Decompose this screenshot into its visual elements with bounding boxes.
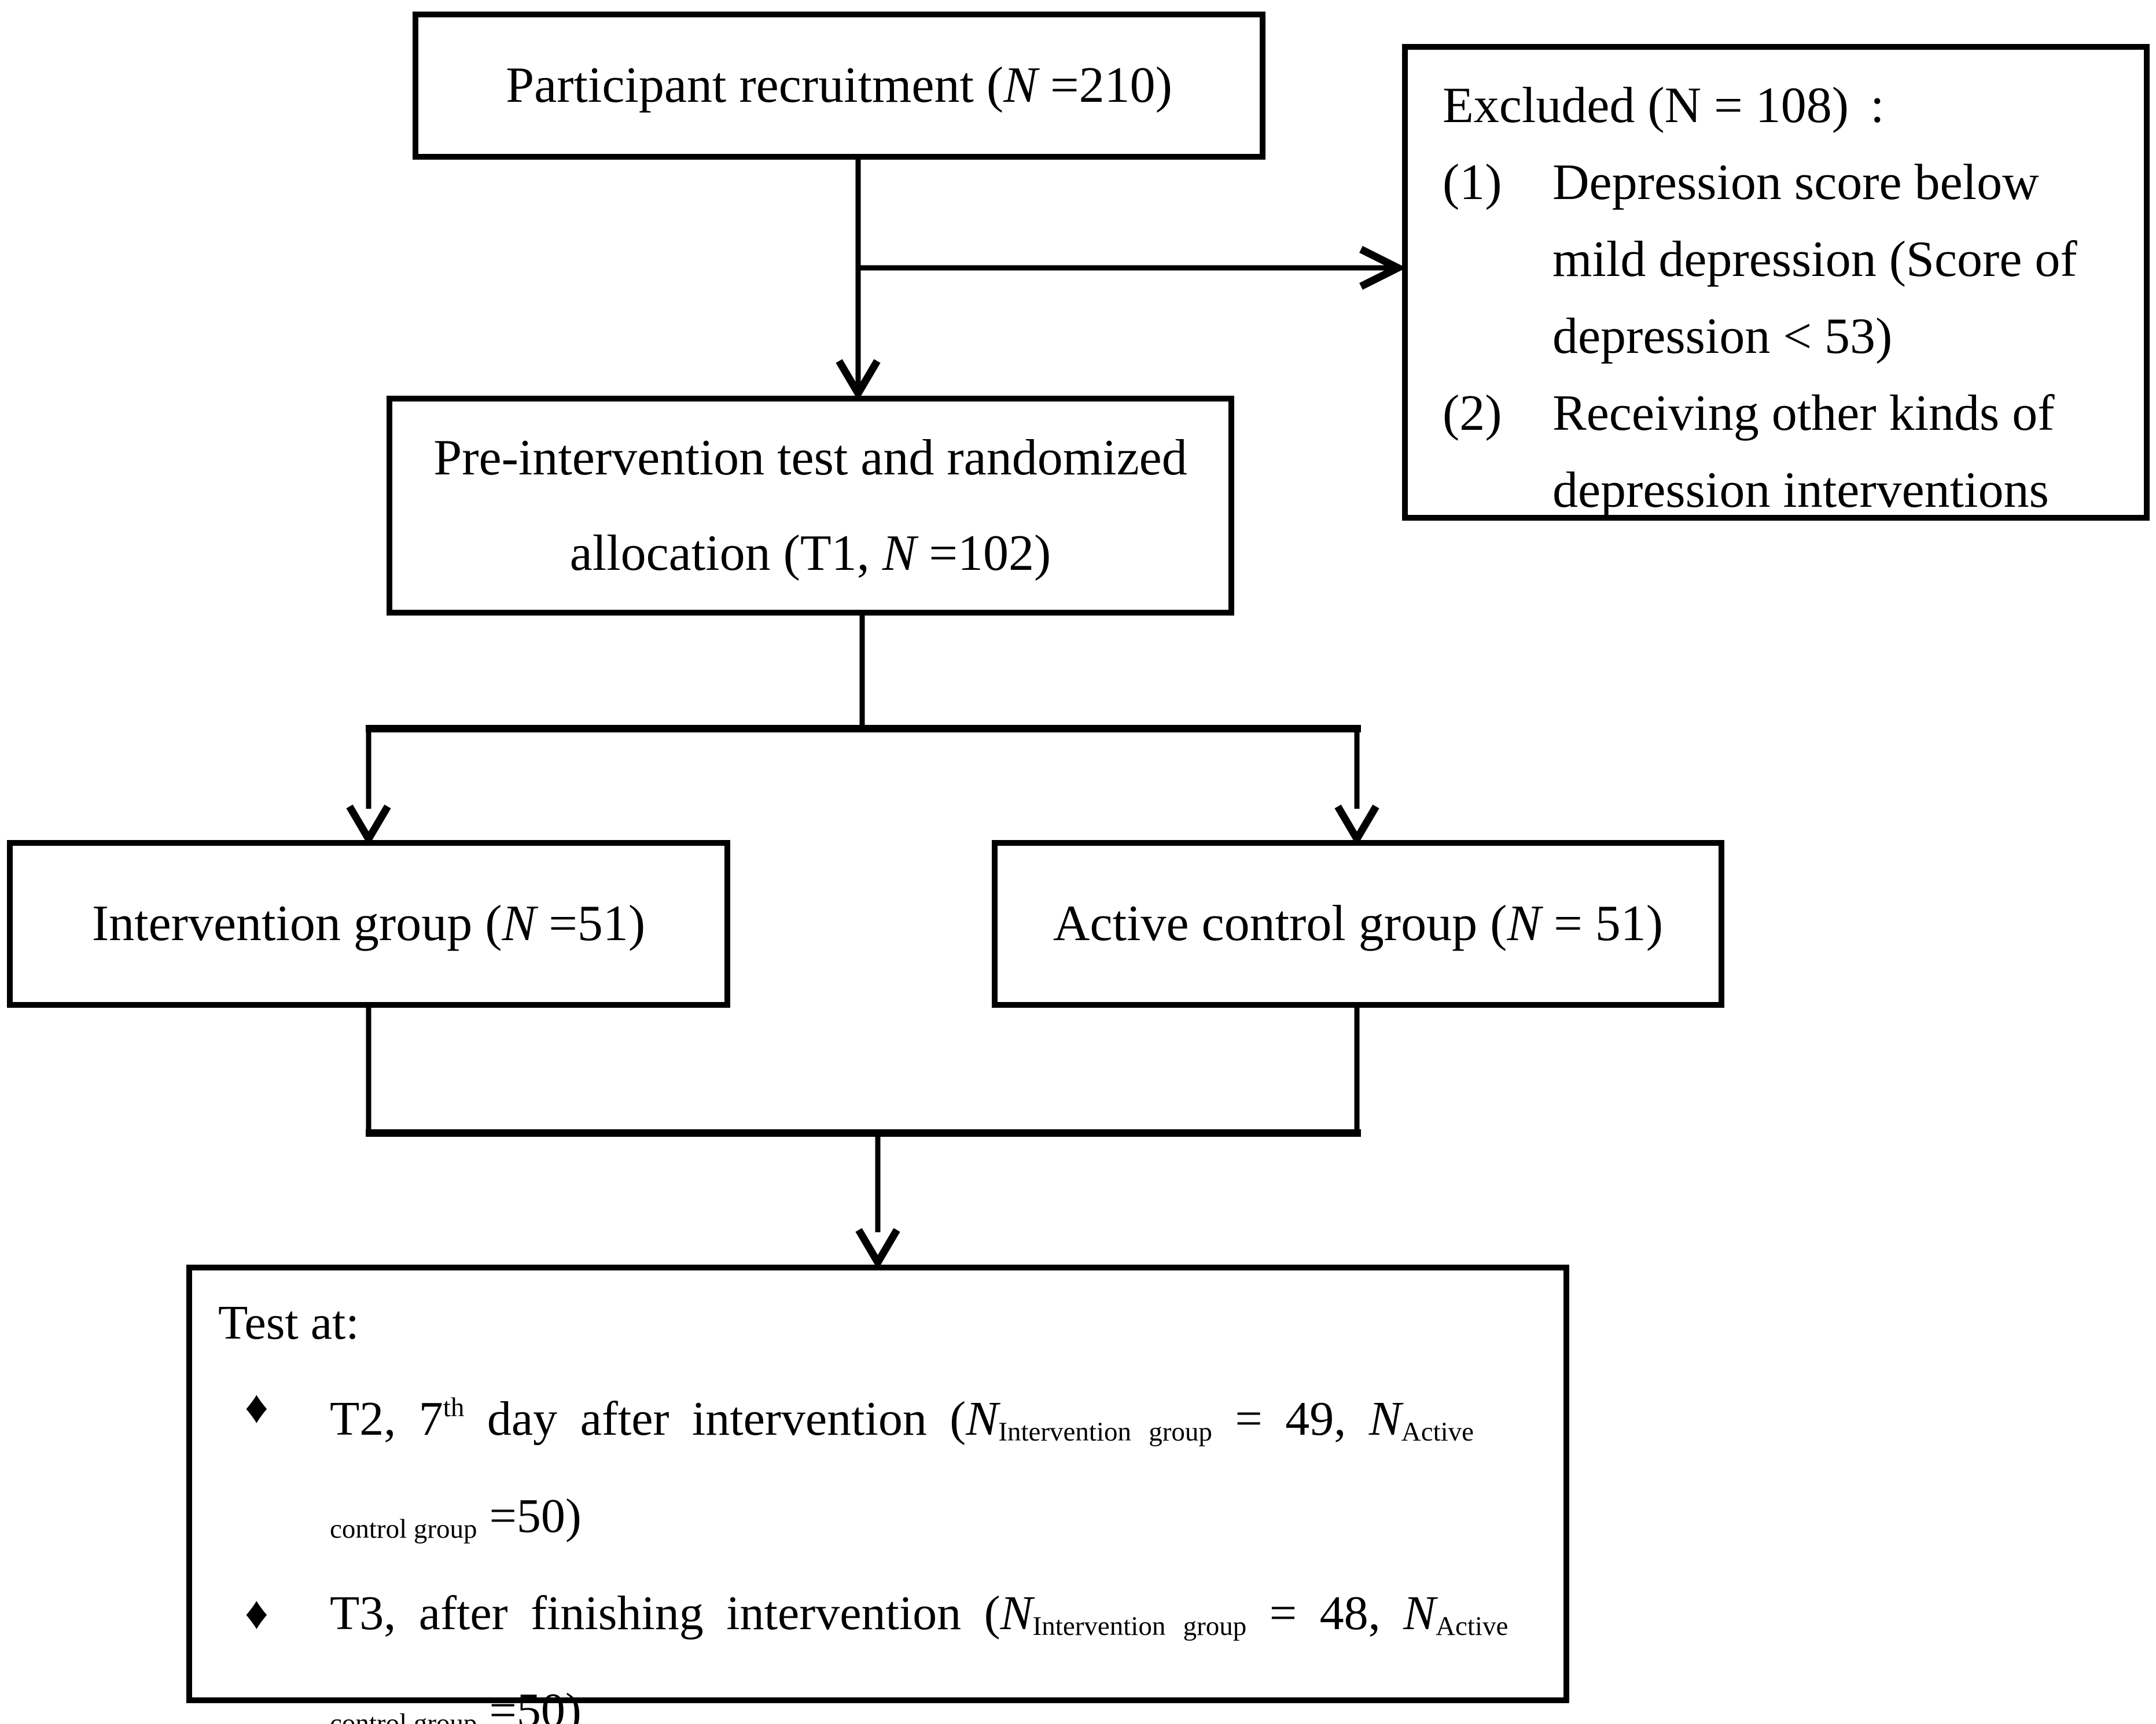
excluded-item-2-number: (2) [1443,385,1502,441]
preintervention-line2-prefix: allocation (T1, [569,525,882,581]
test-item-t2-text: T2, 7th day after intervention (NInterve… [330,1365,1546,1571]
preintervention-box: Pre-intervention test and randomized all… [387,396,1234,616]
preintervention-n-symbol: N [882,525,917,581]
control-text-suffix: = 51) [1541,895,1664,952]
arrowhead-into-test-icon [855,1228,900,1270]
intervention-n-symbol: N [502,895,536,952]
excluded-content: Excluded (N = 108): (1) Depression score… [1408,50,2144,529]
recruitment-label: Participant recruitment (N =210) [506,51,1172,120]
t2-eq: = 49, [1212,1392,1369,1446]
t2-sub-intervention: Intervention group [998,1417,1212,1447]
preintervention-line2-suffix: =102) [916,525,1051,581]
intervention-group-label: Intervention group (N =51) [92,890,645,959]
test-item-t2: ♦ T2, 7th day after intervention (NInter… [245,1365,1546,1571]
test-item-t3: ♦ T3, after finishing intervention (NInt… [245,1571,1546,1724]
active-control-group-label: Active control group (N = 51) [1053,890,1663,959]
active-control-group-box: Active control group (N = 51) [992,840,1724,1008]
intervention-group-box: Intervention group (N =51) [7,840,730,1008]
merge-bar [366,1129,1361,1137]
preintervention-line-1: Pre-intervention test and randomized [433,430,1187,486]
excluded-item-2-line-1: Receiving other kinds of [1552,385,2055,441]
t2-sub-active: Active [1401,1417,1474,1447]
recruitment-n-symbol: N [1003,57,1037,113]
split-bar [366,725,1361,732]
t3-end: =50) [477,1684,582,1724]
test-item-t2-line-1: T2, 7th day after intervention (NInterve… [330,1365,1546,1474]
t2-n1-symbol: N [966,1392,999,1446]
excluded-box: Excluded (N = 108): (1) Depression score… [1402,44,2150,521]
diamond-bullet-icon: ♦ [245,1588,268,1639]
recruitment-text-prefix: Participant recruitment ( [506,57,1004,113]
t3-eq: = 48, [1246,1586,1404,1640]
control-n-symbol: N [1507,895,1541,952]
test-item-t2-line-2: control group =50) [330,1474,1546,1571]
t2-ordinal-sup: th [443,1393,465,1423]
excluded-item-1-number: (1) [1443,154,1502,211]
t2-prefix: T2, 7 [330,1392,443,1446]
t3-n2-symbol: N [1403,1586,1436,1640]
excluded-item-1-line-2: mild depression (Score of [1552,231,2077,288]
excluded-item-1-line-1: Depression score below [1552,154,2039,211]
t3-sub-active: Active [1436,1611,1509,1641]
excluded-title-colon: : [1870,78,1885,134]
t2-end: =50) [477,1489,582,1543]
recruitment-box: Participant recruitment (N =210) [413,12,1265,160]
excluded-item-1: (1) Depression score below mild depressi… [1443,144,2123,375]
test-item-t3-text: T3, after finishing intervention (NInter… [330,1571,1546,1724]
arrowhead-into-control-icon [1334,804,1379,846]
t3-sub-intervention: Intervention group [1032,1611,1247,1641]
excluded-title: Excluded (N = 108): [1443,67,2123,144]
t3-n1-symbol: N [1000,1586,1033,1640]
test-schedule-box: Test at: ♦ T2, 7th day after interventio… [186,1265,1569,1724]
excluded-item-2: (2) Receiving other kinds of depression … [1443,375,2123,529]
arrowhead-into-excluded-icon [1359,246,1407,290]
excluded-title-text: Excluded (N = 108) [1443,78,1849,134]
excluded-item-1-text: Depression score below mild depression (… [1552,144,2123,375]
preintervention-line-2: allocation (T1, N =102) [570,506,1051,601]
intervention-text-suffix: =51) [536,895,646,952]
excluded-item-1-line-3: depression < 53) [1552,308,1893,364]
test-item-t3-line-1: T3, after finishing intervention (NInter… [330,1571,1546,1668]
t3-sub-control-group: control group [330,1708,477,1724]
test-item-t3-line-2: control group =50) [330,1668,1546,1724]
t2-mid: day after intervention ( [464,1392,966,1446]
t2-n2-symbol: N [1368,1392,1401,1446]
intervention-text-prefix: Intervention group ( [91,895,502,952]
diamond-bullet-icon: ♦ [245,1382,268,1433]
recruitment-text-suffix: =210) [1037,57,1172,113]
test-heading: Test at: [218,1296,359,1350]
arrowhead-into-pre-icon [836,359,881,401]
arrowhead-into-intervention-icon [346,804,391,846]
t2-sub-control-group: control group [330,1514,477,1544]
excluded-item-2-line-2: depression interventions [1552,462,2049,518]
test-schedule-content: Test at: ♦ T2, 7th day after interventio… [192,1270,1563,1724]
excluded-item-2-text: Receiving other kinds of depression inte… [1552,375,2123,529]
t3-prefix: T3, after finishing intervention ( [330,1586,1000,1640]
control-text-prefix: Active control group ( [1053,895,1507,952]
